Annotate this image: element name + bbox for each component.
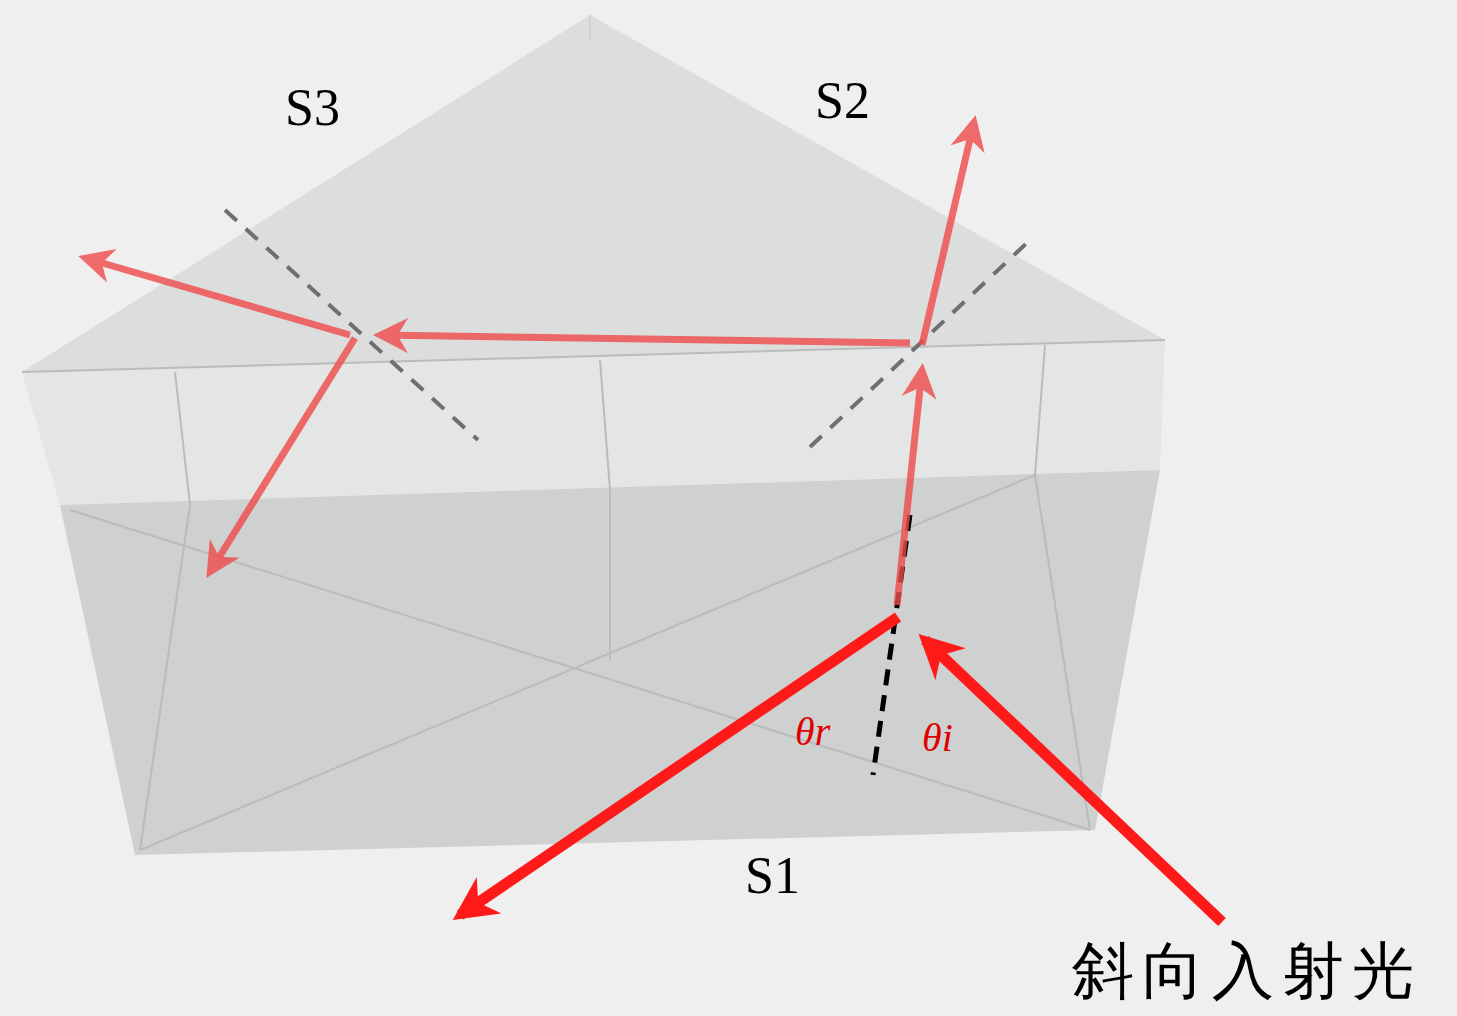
incident-light-label: 斜向入射光 bbox=[1072, 940, 1422, 1002]
surface-label: S2 bbox=[815, 75, 870, 127]
surface-label: S1 bbox=[745, 850, 800, 902]
incident-ray bbox=[925, 640, 1222, 922]
angle-label: θr bbox=[795, 712, 830, 752]
prism-front-face bbox=[60, 470, 1160, 855]
prism-edges bbox=[22, 15, 1165, 850]
internal-rays bbox=[85, 122, 974, 605]
prism-top-face bbox=[22, 15, 1165, 372]
surface-label: S3 bbox=[285, 82, 340, 134]
angle-label: θi bbox=[922, 718, 953, 758]
reflected-ray bbox=[460, 617, 898, 915]
normal-line bbox=[225, 210, 478, 440]
